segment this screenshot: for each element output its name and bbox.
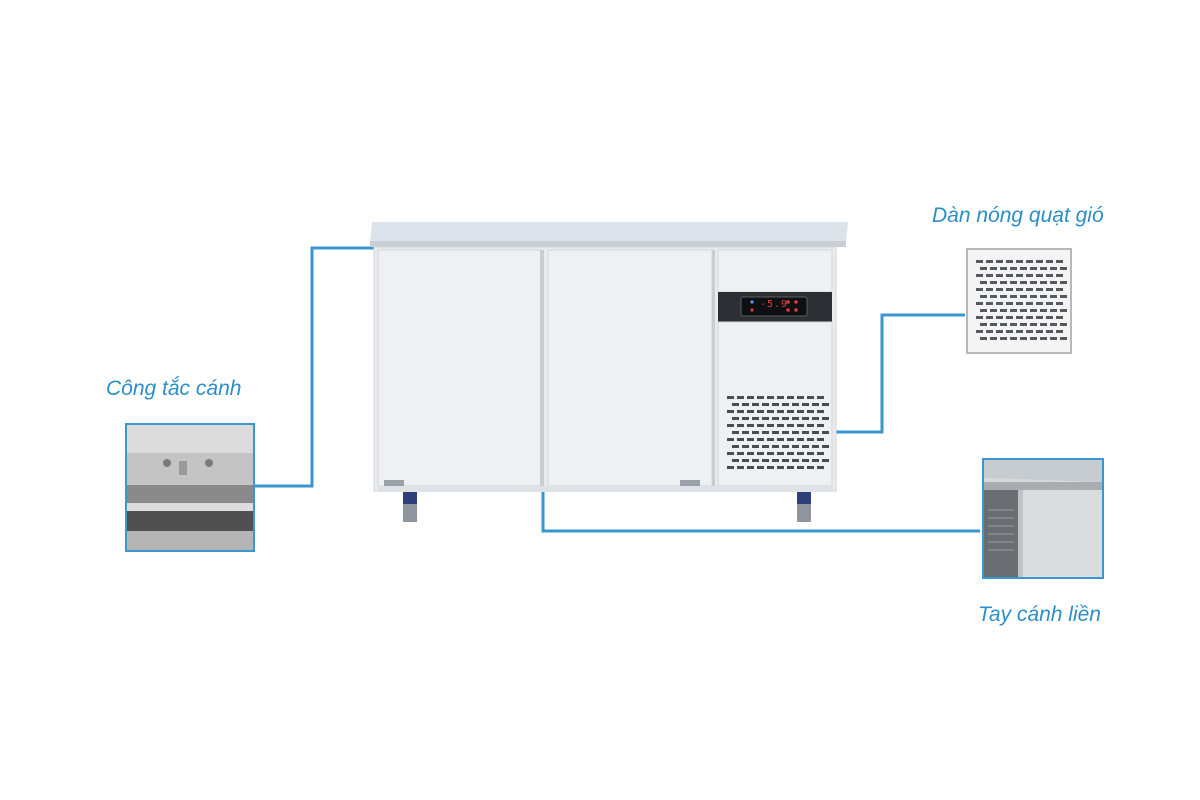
- status-led-1: [750, 300, 754, 304]
- cabinet-base: [378, 486, 832, 492]
- hinge-right: [680, 480, 700, 486]
- temperature-display: -5.9: [760, 299, 789, 310]
- label-door-switch: Công tắc cánh: [106, 377, 242, 400]
- leg-right: [797, 492, 811, 522]
- status-led-2: [750, 308, 754, 312]
- right-door[interactable]: [547, 249, 715, 487]
- control-panel-cover: [717, 249, 833, 293]
- hinge-left: [384, 480, 404, 486]
- detail-door-handle: [982, 458, 1104, 579]
- label-door-handle: Tay cánh liền: [978, 603, 1101, 626]
- vent-grille: [727, 396, 829, 469]
- callout-line-fan: [820, 313, 965, 434]
- countertop: [370, 222, 848, 247]
- label-fan-condenser: Dàn nóng quạt gió: [932, 204, 1104, 227]
- controller-screen: [740, 296, 808, 317]
- leg-left: [403, 492, 417, 522]
- detail-door-switch: [125, 423, 255, 552]
- left-door[interactable]: [377, 249, 544, 487]
- detail-fan-condenser: [966, 248, 1072, 354]
- controller-buttons[interactable]: [786, 300, 798, 312]
